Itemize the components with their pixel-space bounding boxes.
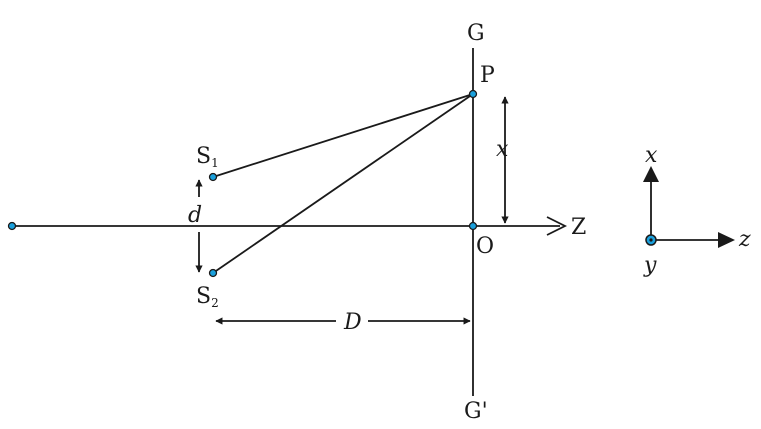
y-axis-dot: [649, 238, 653, 242]
z-axis-arrowhead: [718, 232, 735, 248]
coordinate-axes-key: x z y: [643, 143, 751, 278]
label-s2: S2: [196, 284, 219, 310]
label-g-prime: G': [464, 399, 488, 424]
label-g: G: [467, 21, 485, 46]
source-point: [7, 221, 17, 231]
label-x: x: [496, 137, 509, 162]
axis-arrowhead: [546, 216, 568, 236]
x-axis-arrowhead: [643, 166, 659, 182]
label-z-axis: Z: [571, 215, 586, 240]
label-s1: S1: [196, 144, 219, 170]
origin-point: [468, 221, 478, 231]
key-label-y: y: [643, 253, 657, 278]
ray-s1-p: [212, 93, 474, 178]
label-p: P: [480, 63, 495, 88]
key-label-z: z: [738, 227, 751, 252]
label-d: d: [188, 203, 202, 228]
ray-s2-p: [212, 93, 474, 274]
slit-s1-point: [208, 172, 218, 182]
label-D: D: [343, 310, 362, 335]
label-o: O: [476, 234, 494, 259]
point-p: [468, 89, 478, 99]
key-label-x: x: [645, 143, 658, 168]
slit-s2-point: [208, 268, 218, 278]
